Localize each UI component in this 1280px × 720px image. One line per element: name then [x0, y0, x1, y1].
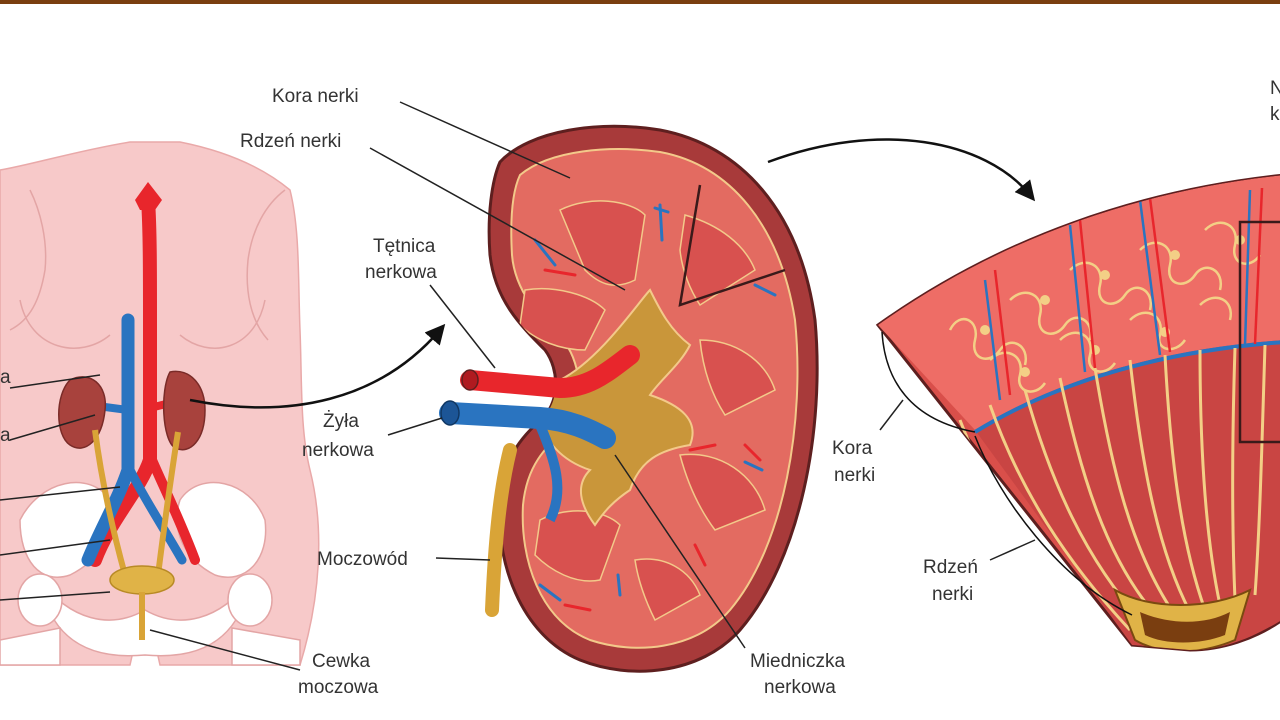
breast-left	[19, 299, 111, 349]
top-border-bar	[0, 0, 1280, 4]
leader-kora-nerki	[399, 101, 571, 179]
label-kora-nerki-right-line2: nerki	[834, 465, 875, 486]
leader-miedniczka	[614, 454, 746, 649]
label-kora-nerki-right-line1: Kora	[832, 438, 873, 459]
leader-left-1	[9, 374, 101, 389]
wedge-cortex	[878, 175, 1280, 430]
torso-illustration	[0, 141, 320, 671]
leader-rdzen-nerki	[369, 147, 626, 291]
brace-cortex	[881, 331, 976, 433]
label-cewka-moczowa-line1: Cewka	[312, 651, 371, 672]
label-rdzen-nerki: Rdzeń nerki	[240, 131, 341, 152]
papilla-core	[1140, 612, 1230, 643]
ureter	[485, 443, 517, 617]
label-cewka-moczowa-line2: moczowa	[298, 677, 379, 698]
bladder	[109, 565, 175, 595]
leader-kora-right	[879, 399, 904, 431]
label-cut-right-2: k	[1270, 104, 1280, 125]
aorta-arch	[135, 182, 162, 210]
renal-pelvis	[538, 288, 694, 527]
ureter-left	[92, 429, 128, 576]
hip-joint-left	[17, 573, 63, 627]
renal-vein	[439, 402, 616, 449]
label-miedniczka-nerkowa-line1: Miedniczka	[750, 651, 845, 672]
label-zyla-nerkowa-line1: Żyła	[323, 411, 359, 432]
wedge-medulla	[975, 340, 1280, 650]
brace-medulla	[974, 435, 1133, 616]
hip-joint-right	[227, 573, 273, 627]
label-zyla-nerkowa-line2: nerkowa	[302, 440, 374, 461]
femur-left	[0, 627, 61, 666]
labels: Kora nerki Rdzeń nerki Tętnica nerkowa Ż…	[0, 78, 1280, 698]
nephron-wedge	[875, 174, 1280, 652]
arrow-kidney-to-wedge	[767, 138, 1036, 202]
breast-right	[179, 299, 266, 349]
pyramid-4	[699, 339, 776, 416]
label-cut-right-1: N	[1270, 78, 1280, 99]
renal-pyramids	[519, 200, 776, 622]
label-miedniczka-nerkowa-line2: nerkowa	[764, 677, 836, 698]
leader-left-2	[9, 414, 96, 441]
renal-artery	[460, 345, 640, 399]
renal-vein-branch	[535, 423, 563, 523]
label-rdzen-nerki-right-line2: nerki	[932, 584, 973, 605]
label-cut-left-1: a	[0, 367, 11, 388]
leader-left-5	[0, 591, 111, 601]
nephron-highlight-box	[1238, 220, 1280, 444]
pyramid-1	[559, 200, 646, 286]
kidney-right-small	[162, 370, 206, 451]
leader-left-3	[0, 486, 121, 501]
arcuate-vessel	[973, 340, 1280, 434]
pyramid-2	[679, 214, 756, 307]
interlobular-vessels	[983, 187, 1264, 401]
renal-artery-opening	[461, 369, 479, 391]
ureter-right	[155, 431, 181, 576]
leader-cewka	[149, 629, 301, 671]
lobe-boundary	[678, 184, 786, 307]
label-tetnica-nerkowa-line2: nerkowa	[365, 262, 437, 283]
pyramid-5	[679, 453, 766, 531]
aorta-branch-right	[147, 455, 200, 565]
leader-zyla	[387, 417, 443, 436]
label-kora-nerki: Kora nerki	[272, 86, 359, 107]
label-moczowod: Moczowód	[317, 549, 408, 570]
leader-tetnica	[429, 284, 496, 369]
convoluted-tubules	[948, 221, 1262, 393]
pyramid-3	[519, 287, 606, 351]
label-cut-left-2: a	[0, 425, 11, 446]
pyramid-7	[634, 558, 701, 622]
vena-cava-branch	[125, 465, 187, 565]
kidney-cross-section	[369, 101, 819, 673]
pyramid-6	[534, 510, 621, 582]
arrow-torso-to-kidney	[189, 323, 446, 409]
label-rdzen-nerki-right-line1: Rdzeń	[923, 557, 978, 578]
leader-rdzen-right	[989, 539, 1036, 561]
label-tetnica-nerkowa-line1: Tętnica	[373, 236, 436, 257]
leader-moczowod	[435, 557, 491, 561]
torso-outline-right-arm	[246, 189, 286, 341]
leader-left-4	[0, 539, 111, 556]
renal-vein-opening	[440, 400, 460, 426]
interlobar-vessels	[533, 203, 777, 612]
